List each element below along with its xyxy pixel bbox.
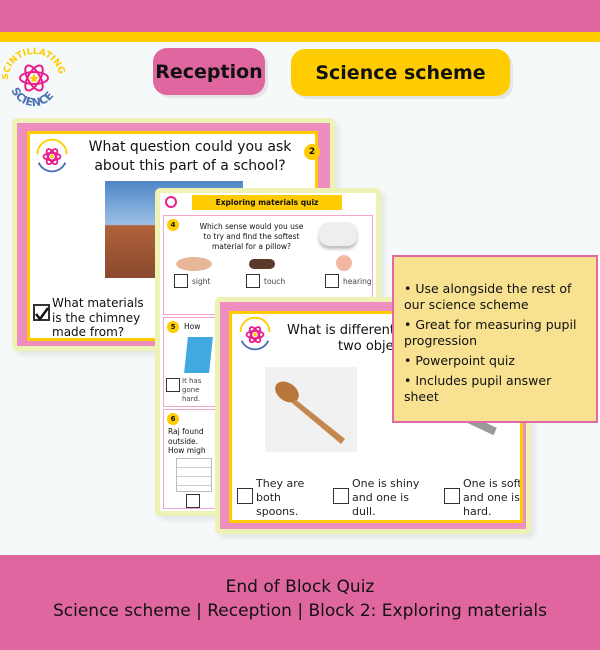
footer-title: End of Block Quiz [225, 577, 375, 597]
question-number-badge: 6 [167, 413, 179, 425]
footer-subtitle: Science scheme | Reception | Block 2: Ex… [52, 601, 548, 621]
answer-checkbox-checked[interactable] [33, 304, 50, 322]
scintillating-science-logo: SCINTILLATING SCIENCE [2, 47, 66, 109]
logo-icon [36, 138, 68, 173]
answer-text: They are both spoons. [256, 477, 305, 518]
feature-text: Use alongside the rest of our science sc… [404, 281, 572, 312]
science-scheme-label: Science scheme [291, 49, 510, 96]
feature-item: • Powerpoint quiz [404, 353, 515, 368]
footer-banner: End of Block Quiz Science scheme | Recep… [0, 555, 600, 650]
question-text: Raj found outside. How migh [168, 427, 206, 455]
table-image [176, 458, 212, 492]
worksheet-title: Exploring materials quiz [192, 195, 342, 210]
answer-text: What materials is the chimney made from? [52, 296, 144, 339]
pillow-image [319, 222, 357, 246]
answer-checkbox[interactable] [237, 488, 253, 504]
feature-item: • Use alongside the rest of our science … [404, 281, 572, 312]
answer-text: One is shiny and one is dull. [352, 477, 420, 518]
option-checkbox[interactable] [246, 274, 260, 288]
option-checkbox[interactable] [325, 274, 339, 288]
question-number-badge: 2 [304, 144, 320, 160]
slide-question: What question could you ask about this p… [88, 139, 292, 174]
top-stripe [0, 32, 600, 42]
small-logo-icon [165, 196, 177, 208]
option-checkbox[interactable] [186, 494, 200, 508]
question-text: Which sense would you use to try and fin… [199, 222, 304, 251]
answer-text: One is soft and one is hard. [463, 477, 522, 518]
wooden-spoon-image [265, 367, 357, 452]
feature-item: • Includes pupil answer sheet [404, 373, 552, 404]
option-label: It has gone hard. [182, 377, 202, 403]
option-checkbox[interactable] [166, 378, 180, 392]
material-image [184, 337, 213, 373]
answer-checkbox[interactable] [444, 488, 460, 504]
slide-question-line2: two obje [338, 339, 394, 354]
feature-text: Great for measuring pupil progression [404, 317, 577, 348]
hand-image [249, 259, 275, 269]
question-number-badge: 4 [167, 219, 179, 231]
ear-image [336, 255, 352, 271]
option-label: sight [192, 277, 211, 286]
feature-text: Includes pupil answer sheet [404, 373, 552, 404]
top-banner [0, 0, 600, 32]
option-checkbox[interactable] [174, 274, 188, 288]
question-text: How [184, 322, 201, 331]
reception-label: Reception [153, 48, 265, 95]
slide-question-line1: What is different [287, 323, 396, 338]
eyes-image [176, 257, 212, 271]
option-label: hearing [343, 277, 372, 286]
feature-item: • Great for measuring pupil progression [404, 317, 577, 348]
answer-checkbox[interactable] [333, 488, 349, 504]
question-number-badge: 5 [167, 321, 179, 333]
feature-text: Powerpoint quiz [415, 353, 515, 368]
features-box: • Use alongside the rest of our science … [392, 255, 598, 423]
logo-icon [239, 316, 271, 351]
option-label: touch [264, 277, 286, 286]
